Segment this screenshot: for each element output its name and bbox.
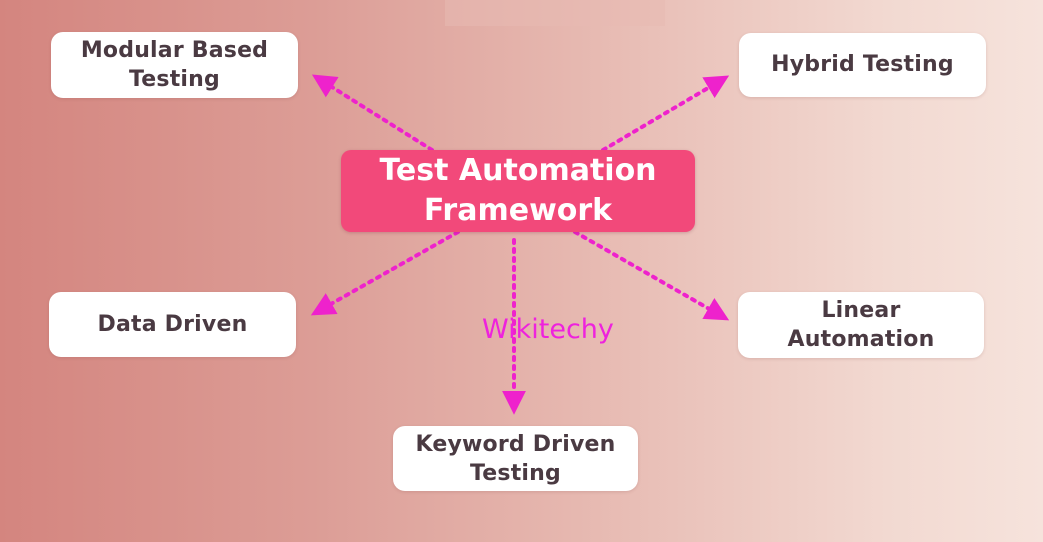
node-keyword-line2: Testing: [470, 460, 561, 486]
node-linear-automation: Linear Automation: [738, 292, 984, 358]
central-node-line2: Framework: [423, 193, 613, 228]
central-node-test-automation-framework: Test Automation Framework: [341, 150, 695, 232]
node-modular-line2: Testing: [129, 67, 220, 92]
node-hybrid-label: Hybrid Testing: [771, 52, 954, 77]
arrow-to-hybrid: [601, 75, 730, 152]
node-linear-line2: Automation: [787, 327, 935, 352]
node-modular-based-testing: Modular Based Testing: [51, 32, 298, 98]
arrow-to-data-driven: [310, 230, 460, 316]
node-linear-line1: Linear: [821, 298, 901, 323]
node-modular-line1: Modular Based: [80, 38, 269, 63]
node-data-driven-label: Data Driven: [97, 311, 248, 337]
watermark-text: Wikitechy: [482, 314, 614, 345]
arrow-to-linear: [573, 230, 730, 321]
node-hybrid-testing: Hybrid Testing: [739, 33, 986, 97]
background-strip: [445, 0, 665, 26]
node-keyword-driven-testing: Keyword Driven Testing: [393, 426, 638, 491]
arrow-to-modular: [311, 74, 434, 152]
node-data-driven: Data Driven: [49, 292, 296, 357]
central-node-line1: Test Automation: [379, 153, 657, 188]
node-keyword-line1: Keyword Driven: [415, 431, 616, 457]
